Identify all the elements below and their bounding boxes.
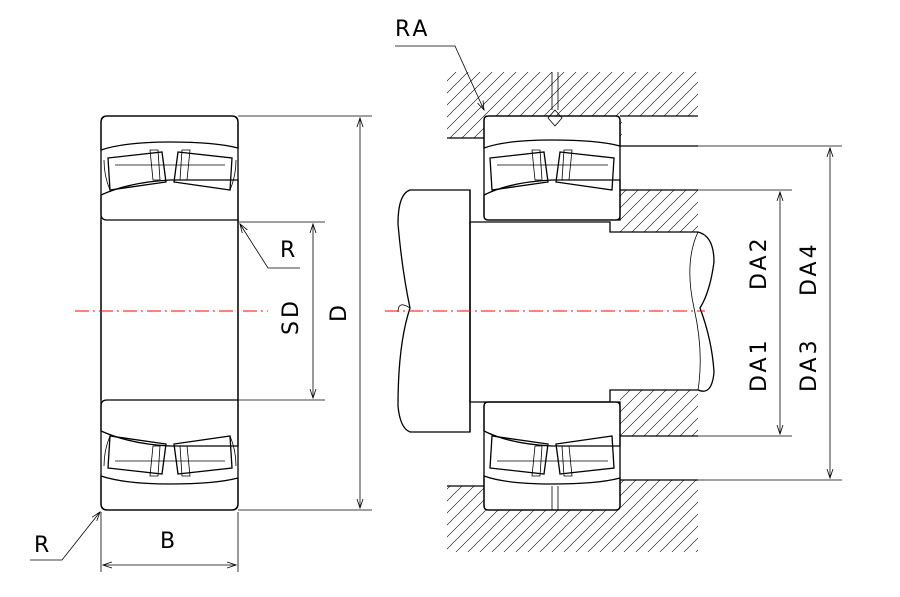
label-d: D bbox=[327, 302, 352, 322]
inner-ring-top bbox=[100, 179, 239, 221]
label-da3: DA3 bbox=[797, 337, 822, 392]
dimensions-right bbox=[395, 45, 842, 481]
leader-r-outer bbox=[30, 512, 100, 561]
leader-r-inner bbox=[240, 224, 300, 269]
outer-ring-bottom bbox=[100, 475, 239, 511]
label-b: B bbox=[160, 529, 178, 554]
inner-ring-bottom bbox=[100, 399, 239, 447]
label-ra: RA bbox=[395, 17, 430, 42]
roller-bottom-left bbox=[107, 435, 167, 475]
label-da2: DA2 bbox=[747, 235, 772, 290]
roller-top-right bbox=[173, 151, 233, 191]
label-da1: DA1 bbox=[747, 337, 772, 392]
roller-bottom-right bbox=[173, 435, 233, 475]
bearing-section-left bbox=[100, 115, 239, 511]
shaft-collar bbox=[397, 189, 471, 433]
dimensions-left bbox=[30, 115, 372, 572]
bearing-outline bbox=[100, 115, 239, 511]
label-r-inner: R bbox=[280, 238, 298, 263]
label-r-outer: R bbox=[34, 533, 52, 558]
mounting-assembly bbox=[397, 72, 715, 552]
roller-top-left bbox=[107, 151, 167, 191]
shaft bbox=[469, 221, 715, 403]
label-da4: DA4 bbox=[797, 241, 822, 296]
outer-ring-top bbox=[100, 115, 239, 151]
label-sd: SD bbox=[279, 298, 304, 335]
leader-ra bbox=[395, 45, 484, 110]
